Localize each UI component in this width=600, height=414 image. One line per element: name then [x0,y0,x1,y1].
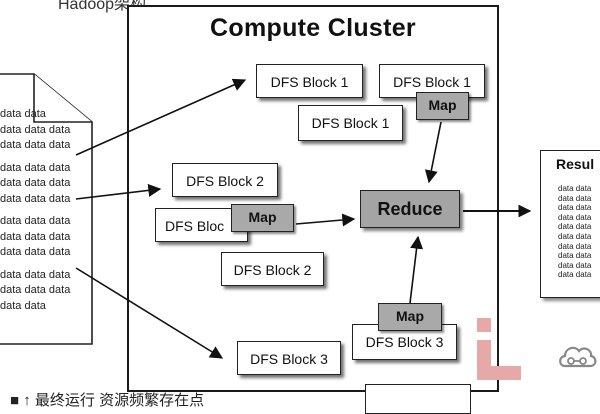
result-line: data data [558,241,592,251]
doc-line: data data data [0,192,71,205]
doc-line: data data data [0,268,71,281]
map-node-2: Map [231,204,294,232]
doc-group-4: data data data data data data data data [0,268,90,315]
connector-arrows [75,78,532,359]
dfs-block-1-replica: DFS Block 1 [298,105,403,141]
doc-line: data data data [0,139,71,151]
doc-line: data data data [0,246,71,258]
doc-line: data data data [0,230,71,243]
dfs-block-1-replica: DFS Block 1 [379,64,485,98]
input-document-icon [0,73,93,345]
doc-line: data data data [0,215,71,227]
arrow-map3-to-reduce [409,235,424,304]
doc-line: data data [0,108,46,120]
doc-line: data data data [0,161,71,174]
map-node-3: Map [378,303,442,331]
doc-group-2: data data data data data data data data … [0,161,90,208]
result-line: data data [558,251,592,261]
doc-line: data data [0,299,46,312]
dfs-block-1: DFS Block 1 [256,64,363,98]
result-line: data data [558,231,592,241]
result-line: data data [558,222,592,232]
result-title: Resul [556,156,595,172]
result-line: data data [558,270,592,280]
arrow-doc-to-block3 [75,267,224,359]
doc-line: data data data [0,123,71,136]
result-document [540,150,600,298]
reduce-node: Reduce [360,190,460,228]
arrow-doc-to-block1 [75,78,247,156]
result-text: data data data data data data data data … [558,184,591,280]
result-line: data data [558,193,592,203]
result-line: data data [558,203,592,213]
result-line: data data [558,212,592,222]
watermark-logo-icon [473,318,525,380]
bottom-partial-box [365,384,471,414]
arrow-map1-to-reduce [424,121,442,184]
doc-group-3: data data data data data data data data … [0,214,90,261]
map-node-1: Map [416,92,469,120]
doc-line: data data data [0,177,71,189]
doc-line: data data data [0,284,71,296]
cluster-title: Compute Cluster [210,14,416,42]
result-line: data data [558,184,592,193]
cloud-icon [559,346,597,368]
dfs-block-2-replica: DFS Block 2 [221,252,324,286]
dfs-block-2: DFS Block 2 [172,163,278,197]
arrow-map2-to-reduce [295,213,356,227]
top-caption: Hadoop架构 [58,0,147,13]
result-line: data data [558,260,592,270]
dfs-block-3: DFS Block 3 [237,341,341,375]
arrow-doc-to-block2 [75,183,162,200]
doc-group-1: data data data data data data data data [0,107,90,154]
input-document-text: data data data data data data data data … [0,107,90,314]
